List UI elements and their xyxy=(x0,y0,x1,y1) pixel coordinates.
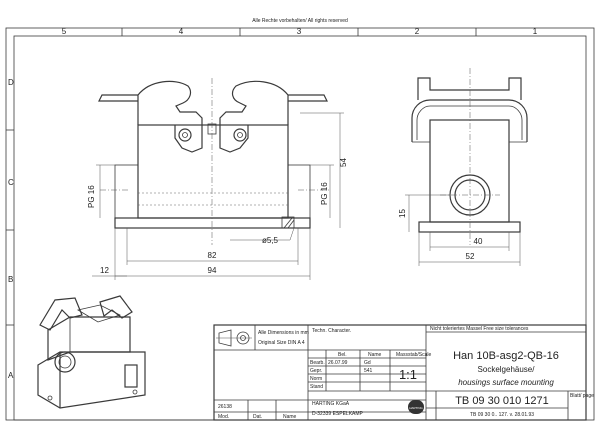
dim-52: 52 xyxy=(466,252,475,261)
harting-logo-icon: HARTING xyxy=(408,400,424,414)
scale-label: Massstab/Scale xyxy=(396,352,432,358)
title-main: Han 10B-asg2-QB-16 xyxy=(453,350,559,362)
row-date-0: 26.07.99 xyxy=(328,360,348,366)
row-name-1: 541 xyxy=(364,368,373,374)
front-dimensions: PG 16 PG 16 54 ø5,5 82 94 12 xyxy=(87,112,348,280)
title-block: Alle Dimensions in mm Original Size DIN … xyxy=(213,324,594,421)
title-de: Sockelgehäuse/ xyxy=(478,365,536,374)
tolerance-note: Nicht toleriertes Massel Free size toler… xyxy=(430,326,529,332)
zone-side-a: A xyxy=(8,371,14,380)
dimension-note: Alle Dimensions in mm xyxy=(258,330,309,336)
title-en: housings surface mounting xyxy=(458,378,554,387)
svg-text:HARTING: HARTING xyxy=(409,406,423,410)
dim-94: 94 xyxy=(208,266,217,275)
zone-top-2: 2 xyxy=(415,27,420,36)
dim-54: 54 xyxy=(339,158,348,167)
scale-value: 1:1 xyxy=(399,367,417,382)
side-base xyxy=(418,221,521,233)
sheet-label: Blatt/ page xyxy=(570,393,594,399)
zone-side-d: D xyxy=(8,78,14,87)
side-dimensions: 15 40 52 xyxy=(398,194,521,266)
projection-symbol-icon xyxy=(216,329,252,347)
company: HARTING KGaA xyxy=(312,401,350,407)
zone-side-b: B xyxy=(8,275,13,284)
doc-sub: TB 09 30 0.. 127. v. 28.01.93 xyxy=(470,412,534,418)
dim-15: 15 xyxy=(398,209,407,218)
isometric-view xyxy=(37,295,146,409)
dim-82: 82 xyxy=(208,251,217,260)
rights-note: Alle Rechte vorbehalten/ All rights rese… xyxy=(252,18,348,24)
row-label-2: Norm xyxy=(310,376,322,382)
mod-label: Mod. xyxy=(218,414,229,420)
date-label: Dat. xyxy=(253,414,262,420)
row-label-1: Gepr. xyxy=(310,368,322,374)
doc-number: TB 09 30 010 1271 xyxy=(455,395,549,407)
right-lever xyxy=(219,80,328,153)
row-label-3: Stand xyxy=(310,384,323,390)
dim-pg16-right: PG 16 xyxy=(320,182,329,205)
left-pin xyxy=(178,128,192,142)
base-plate xyxy=(114,217,311,229)
dim-pg16-left: PG 16 xyxy=(87,185,96,208)
name-label: Name xyxy=(368,352,382,358)
zone-top-4: 4 xyxy=(179,27,184,36)
dim-12: 12 xyxy=(100,266,109,275)
original-size: Original Size DIN A 4 xyxy=(258,340,305,346)
right-boss xyxy=(287,164,311,219)
row-label-0: Bearb. xyxy=(310,360,325,366)
tech-character: Techn. Character. xyxy=(312,328,351,334)
zone-ruler-top: 5 4 3 2 1 xyxy=(62,27,538,36)
rev-number: 26138 xyxy=(218,404,232,410)
housing-body xyxy=(137,124,289,219)
name2-label: Name xyxy=(283,414,297,420)
bel-label: Bel. xyxy=(338,352,347,358)
left-boss xyxy=(114,164,139,219)
side-body xyxy=(429,119,510,223)
zone-top-5: 5 xyxy=(62,27,67,36)
dim-40: 40 xyxy=(474,237,483,246)
zone-side-c: C xyxy=(8,178,14,187)
left-lever xyxy=(98,80,203,153)
zone-ruler-side: D C B A xyxy=(6,78,14,380)
right-pin xyxy=(233,128,247,142)
zone-top-3: 3 xyxy=(297,27,302,36)
zone-top-1: 1 xyxy=(533,27,538,36)
row-name-0: Gd xyxy=(364,360,371,366)
front-view xyxy=(98,78,330,245)
dim-d55: ø5,5 xyxy=(262,236,279,245)
side-view xyxy=(411,68,528,245)
address: D-32339 ESPELKAMP xyxy=(312,411,364,417)
